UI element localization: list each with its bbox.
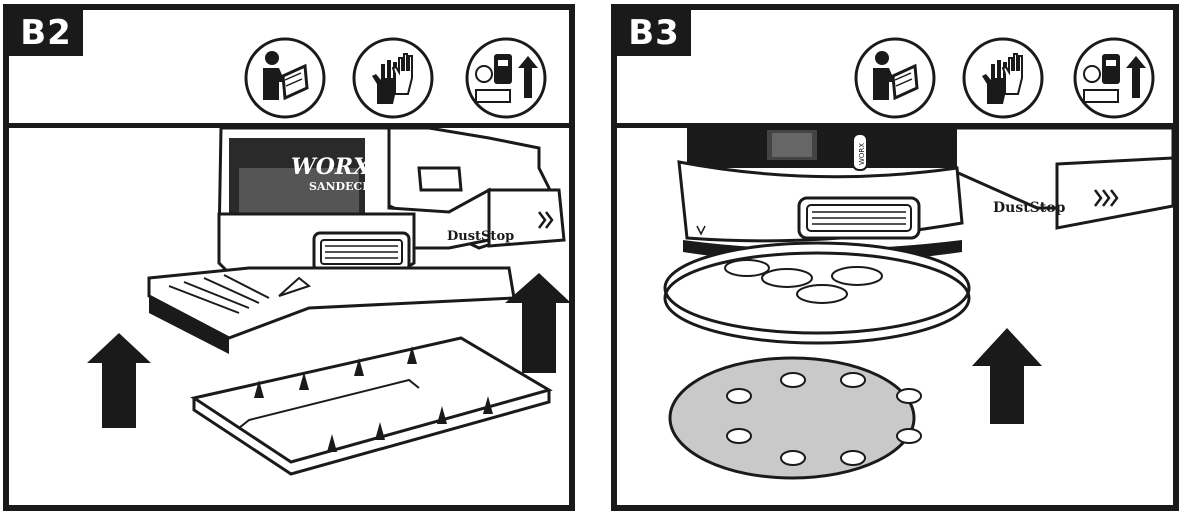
worx-badge: WORX [858, 143, 866, 165]
duststop-label: DustStop [993, 200, 1066, 216]
remove-battery-icon [465, 37, 547, 119]
up-arrow [972, 328, 1042, 424]
read-manual-icon [244, 37, 326, 119]
step-label: B2 [9, 10, 83, 56]
panel-header: B3 [617, 10, 1173, 128]
step-label: B3 [617, 10, 691, 56]
up-arrow-right [505, 273, 569, 373]
read-manual-icon [854, 37, 936, 119]
duststop-label: DustStop [447, 229, 514, 244]
dust-port [1055, 156, 1173, 230]
illustration-b3: DustStop WORX [617, 128, 1173, 505]
step-panel-b2: B2 [3, 4, 575, 511]
panel-header: B2 [9, 10, 569, 128]
gloves-icon [352, 37, 434, 119]
step-panel-b3: B3 DustStop [611, 4, 1179, 511]
brand-logo: WORX [291, 154, 371, 180]
illustration-b2: WORX SANDECK DustStop [9, 128, 569, 505]
brand-sub: SANDECK [309, 180, 372, 193]
remove-battery-icon [1073, 37, 1155, 119]
up-arrow-left [87, 333, 151, 428]
gloves-icon [962, 37, 1044, 119]
